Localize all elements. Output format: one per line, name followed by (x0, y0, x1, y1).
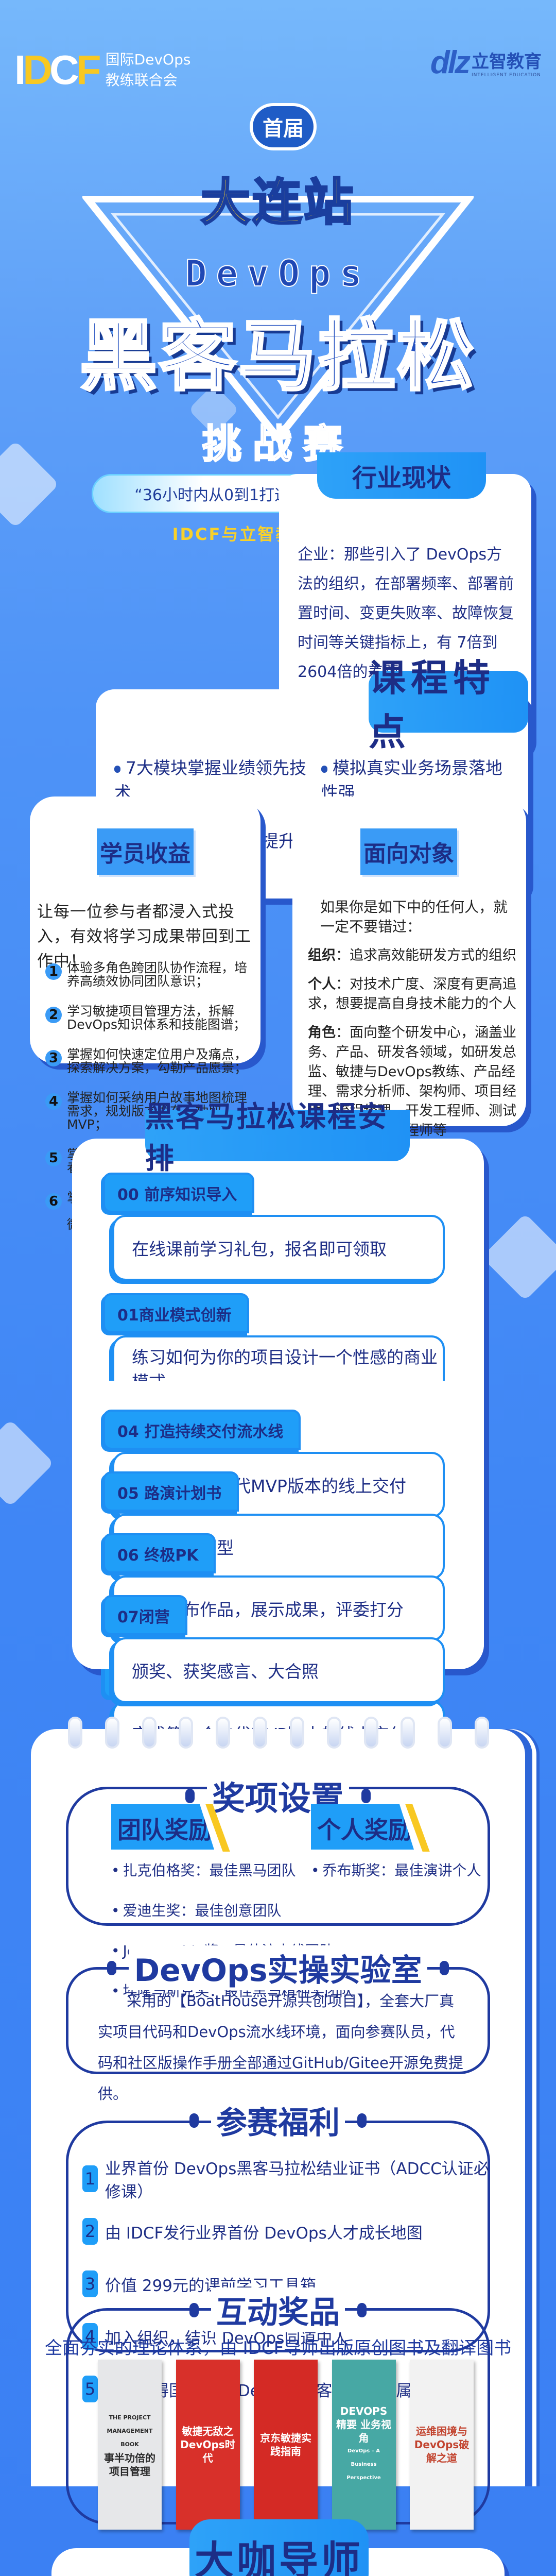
spiral-rings-decor (68, 1717, 489, 1749)
book-cover: 敏捷无敌之DevOps时代 (176, 2360, 240, 2530)
prizes-heading: 互动奖品 (31, 2287, 525, 2332)
audience-item: 组织：追求高效能研发方式的组织 (308, 947, 516, 963)
individual-award-list: 乔布斯奖：最佳演讲个人 (311, 1851, 481, 1891)
industry-status-title: 行业现状 (317, 452, 486, 499)
decor-diamond (0, 1419, 54, 1507)
number-badge-icon: 3 (82, 2270, 98, 2297)
book-cover: 运维困境与DevOps破解之道 (410, 2360, 474, 2530)
number-badge-icon: 3 (45, 1050, 62, 1066)
student-benefits-title: 学员收益 (97, 828, 194, 875)
heading-dot-icon (357, 2113, 367, 2128)
team-award-title: 团队奖励 (111, 1804, 214, 1850)
idcf-logo: IDCF 国际DevOps 教练联合会 (14, 49, 190, 91)
number-badge-icon: 2 (45, 1007, 62, 1023)
idcf-logo-mark: IDCF (14, 47, 101, 93)
individual-award-title: 个人奖励 (311, 1804, 414, 1850)
award-item: 爱迪生奖：最佳创意团队 (111, 1891, 354, 1931)
lab-description: 采用的【BoatHouse开源共创项目】，全套大厂真实项目代码和DevOps流水… (98, 1992, 463, 2103)
prizes-section: 互动奖品 全面夯实的理论体系，由 IDCF导师出版原创图书及翻译图书 THE P… (31, 2257, 525, 2545)
book-cover: 京东敏捷实践指南 (254, 2360, 318, 2530)
number-badge-icon: 4 (45, 1093, 62, 1110)
award-item: 扎克伯格奖：最佳黑马团队 (111, 1851, 354, 1891)
award-item: 乔布斯奖：最佳演讲个人 (311, 1851, 481, 1891)
prizes-subtitle: 全面夯实的理论体系，由 IDCF导师出版原创图书及翻译图书 (44, 2338, 512, 2359)
number-badge-icon: 1 (45, 963, 62, 980)
lizhi-logo-mark: dlz (430, 45, 471, 80)
mentors-title: 大咖导师 (189, 2519, 369, 2576)
target-audience-title: 面向对象 (360, 828, 457, 875)
number-badge-icon: 1 (82, 2165, 98, 2192)
heading-dot-icon (361, 1789, 371, 1803)
decor-diamond (481, 1213, 556, 1301)
first-edition-badge: 首届 (250, 103, 317, 150)
target-audience-card: 面向对象 如果你是如下中的任何人，就一定不要错过： 组织：追求高效能研发方式的组… (292, 796, 526, 1139)
devops-title: DevOps (185, 252, 371, 295)
number-badge-icon: 5 (45, 1150, 62, 1166)
number-badge-icon: 6 (45, 1193, 62, 1210)
heading-dot-icon (107, 1960, 117, 1975)
course-features-title: 课程特点 (369, 656, 528, 754)
lab-heading: DevOps实操实验室 (31, 1945, 525, 1990)
lizhi-logo: dlz 立智教育 INTELLIGENT EDUCATION (430, 45, 542, 80)
welfare-heading: 参赛福利 (31, 2098, 525, 2143)
heading-dot-icon (189, 2113, 199, 2128)
triangle-frame-decor (82, 196, 474, 443)
awards-heading: 奖项设置 (31, 1772, 525, 1820)
heading-dot-icon (439, 1960, 449, 1975)
number-badge-icon: 2 (82, 2218, 98, 2245)
course-schedule-title: 黑客马拉松课程安排 (145, 1100, 410, 1176)
mentors-card: 大咖导师 专属教练 王立杰 资深敏捷创新专家，IDCF（国际 DevOps教练联… (51, 2519, 505, 2576)
city-title: 大连站 (200, 173, 355, 232)
audience-intro: 如果你是如下中的任何人，就一定不要错过： (320, 899, 508, 935)
heading-dot-icon (189, 2302, 199, 2317)
benefits-intro: 让每一位参与者都浸入式投入，有效将学习成果带回到工作中！ (37, 903, 251, 971)
number-badge-icon: 5 (82, 2376, 98, 2402)
heading-dot-icon (357, 2302, 367, 2317)
audience-item: 个人：对技术广度、深度有更高追求，想要提高自身技术能力的个人 (308, 976, 516, 1012)
feature-item: 7大模块掌握业绩领先技术 (114, 754, 321, 804)
idcf-logo-text: 国际DevOps 教练联合会 (105, 51, 191, 89)
hackathon-title: 黑客马拉松 (78, 311, 476, 403)
heading-dot-icon (185, 1789, 195, 1803)
